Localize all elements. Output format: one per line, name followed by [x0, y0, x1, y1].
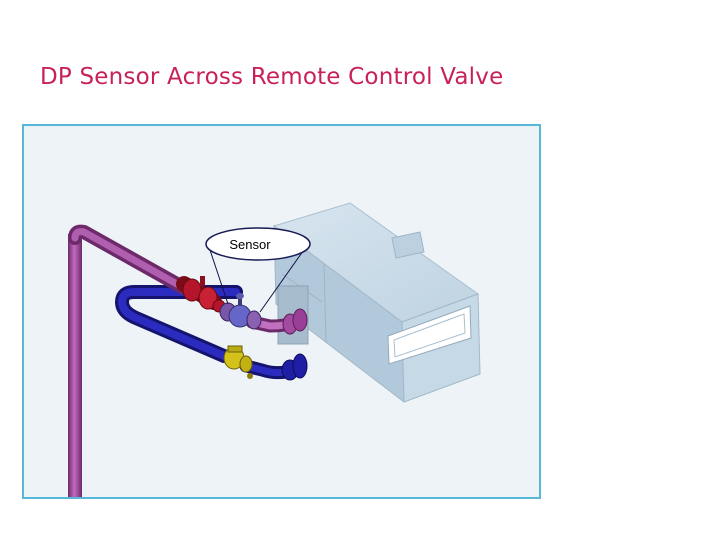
equipment-opening — [387, 305, 472, 365]
callout-bubble — [205, 227, 311, 261]
piping-diagram: Sensor — [68, 202, 481, 497]
return-valve — [223, 345, 253, 379]
return-pipe-flange — [292, 353, 308, 379]
sensor-callout: Sensor — [205, 227, 311, 313]
control-valve — [176, 276, 226, 313]
return-pipe — [115, 285, 308, 381]
callout-label: Sensor — [229, 237, 271, 252]
dp-sensor — [219, 293, 262, 330]
equipment-nozzle — [391, 231, 425, 259]
supply-pipe — [68, 224, 308, 497]
callout-leader-line — [259, 243, 309, 313]
equipment-opening-inner — [393, 313, 466, 358]
diagram-frame: Sensor — [22, 124, 541, 499]
equipment-unit — [272, 202, 481, 404]
supply-pipe-flange — [292, 308, 308, 332]
slide-title: DP Sensor Across Remote Control Valve — [40, 64, 504, 90]
equipment-panel-line — [323, 263, 327, 343]
callout-leader-line — [207, 243, 229, 305]
